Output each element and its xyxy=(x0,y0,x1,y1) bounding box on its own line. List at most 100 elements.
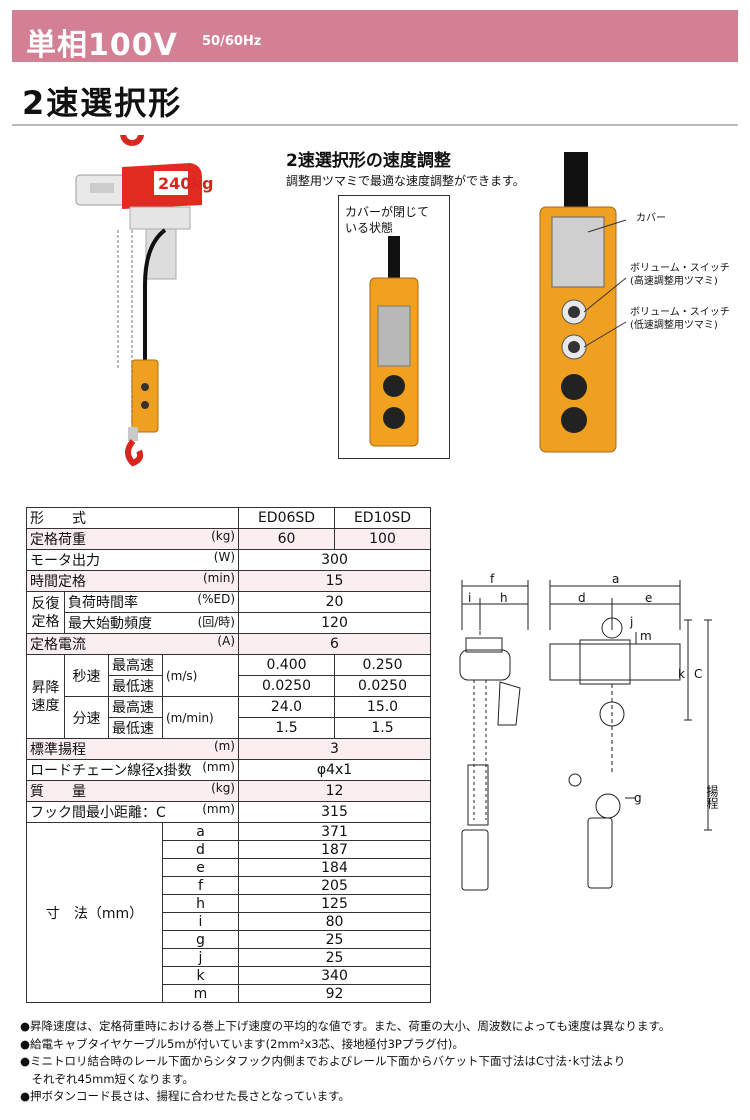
rated-load-ed10sd: 100 xyxy=(334,528,431,550)
dimension-key: d xyxy=(162,840,239,859)
dimension-value: 371 xyxy=(238,822,431,841)
dimension-key: a xyxy=(162,822,239,841)
model-ed10sd: ED10SD xyxy=(334,507,431,529)
dimension-value: 80 xyxy=(238,912,431,931)
dimension-key: i xyxy=(162,912,239,931)
table-row: フック間最小距離：C(mm) 315 xyxy=(26,801,431,823)
dim-label-i: i xyxy=(468,591,471,605)
table-row: 時間定格 (min) 15 xyxy=(26,570,431,592)
repeat-group-line-1: 反復 xyxy=(31,595,60,612)
table-row: 質 量(kg) 12 xyxy=(26,780,431,802)
dimension-value: 25 xyxy=(238,930,431,949)
sec-max-label: 最高速 xyxy=(108,654,163,676)
max-starts-value: 120 xyxy=(238,612,431,634)
sec-min-ed10sd: 0.0250 xyxy=(334,675,431,697)
banner-frequency: 50/60Hz xyxy=(202,34,262,49)
sec-min-ed06sd: 0.0250 xyxy=(238,675,335,697)
cover-caption-line-2: いる状態 xyxy=(345,221,394,235)
dimension-value: 184 xyxy=(238,858,431,877)
time-rating-label: 時間定格 xyxy=(30,574,86,590)
note-2: ●給電キャブタイヤケーブル5mが付いています(2mm²x3芯、接地極付3Pプラグ… xyxy=(20,1036,464,1051)
sec-speed-label: 秒速 xyxy=(64,654,109,697)
hoist-product-image: 240kg xyxy=(75,135,214,467)
unit-mmin: (m/min) xyxy=(162,696,239,739)
cover-caption-line-1: カバーが閉じて xyxy=(345,205,430,219)
callout-high-speed: ボリューム・スイッチ (高速調整用ツマミ) xyxy=(630,262,730,288)
table-row: 定格荷重(kg) 60 100 xyxy=(26,528,431,550)
chain-unit: (mm) xyxy=(202,760,235,774)
duty-ratio-label: 負荷時間率 xyxy=(68,595,138,611)
table-row: 最大始動頻度 (回/時) 120 xyxy=(27,612,431,634)
rated-load-unit: (kg) xyxy=(211,529,235,543)
dimension-drawing: f i h a d e j m k C g 揚程 xyxy=(459,572,719,891)
motor-output-value: 300 xyxy=(238,549,431,571)
motor-output-label: モータ出力 xyxy=(30,553,100,569)
spec-table: 形 式 ED06SD ED10SD 定格荷重(kg) 60 100 モータ出力(… xyxy=(26,507,431,1003)
dimension-key: j xyxy=(162,948,239,967)
dim-label-h: h xyxy=(500,591,508,605)
dimension-key: g xyxy=(162,930,239,949)
time-rating-unit: (min) xyxy=(203,571,235,585)
model-header-label: 形 式 xyxy=(26,507,239,529)
lift-speed-group: 昇降速度 xyxy=(26,654,65,739)
dim-label-k: k xyxy=(678,667,685,681)
max-starts-unit: (回/時) xyxy=(197,615,235,629)
callout-cover: カバー xyxy=(636,213,666,224)
min-max-ed06sd: 24.0 xyxy=(238,696,335,718)
dimension-value: 205 xyxy=(238,876,431,895)
repeat-group-line-2: 定格 xyxy=(31,613,60,630)
hook-distance-value: 315 xyxy=(238,801,431,823)
min-min-ed06sd: 1.5 xyxy=(238,717,335,739)
sec-max-ed10sd: 0.250 xyxy=(334,654,431,676)
max-starts-label: 最大始動頻度 xyxy=(68,616,152,632)
hook-distance-unit: (mm) xyxy=(202,802,235,816)
dimension-value: 125 xyxy=(238,894,431,913)
callout-high-line-2: (高速調整用ツマミ) xyxy=(630,276,718,287)
dim-label-a: a xyxy=(612,572,619,586)
callout-low-speed: ボリューム・スイッチ (低速調整用ツマミ) xyxy=(630,306,730,332)
standard-lift-unit: (m) xyxy=(213,739,235,753)
table-row: ロードチェーン線径x掛数(mm) φ4x1 xyxy=(26,759,431,781)
table-row: 反復定格 負荷時間率 (%ED) 20 xyxy=(26,591,431,634)
sec-max-ed06sd: 0.400 xyxy=(238,654,335,676)
speed-adjust-heading: 2速選択形の速度調整 xyxy=(286,151,451,171)
dim-label-g: g xyxy=(634,791,642,805)
pendant-closed-image xyxy=(369,236,419,447)
table-row: モータ出力(W) 300 xyxy=(26,549,431,571)
table-row: 標準揚程(m) 3 xyxy=(26,738,431,760)
duty-ratio-unit: (%ED) xyxy=(197,592,235,606)
dimension-key: e xyxy=(162,858,239,877)
dim-label-j: j xyxy=(629,615,633,629)
min-min-label: 最低速 xyxy=(108,717,163,739)
standard-lift-value: 3 xyxy=(238,738,431,760)
table-row: 定格電流(A) 6 xyxy=(26,633,431,655)
time-rating-value: 15 xyxy=(238,570,431,592)
dim-label-C: C xyxy=(694,667,702,681)
model-ed06sd: ED06SD xyxy=(238,507,335,529)
pendant-open-image xyxy=(539,152,627,453)
table-row: 昇降速度 秒速 最高速 (m/s) 0.400 0.250 xyxy=(26,654,431,739)
dimension-key: f xyxy=(162,876,239,895)
rated-current-unit: (A) xyxy=(217,634,235,648)
dim-label-lift: 揚程 xyxy=(705,785,719,810)
unit-ms: (m/s) xyxy=(162,654,239,697)
min-max-ed10sd: 15.0 xyxy=(334,696,431,718)
note-5: ●押ボタンコード長さは、揚程に合わせた長さとなっています。 xyxy=(20,1089,350,1103)
dim-label-m: m xyxy=(640,629,652,643)
rated-load-ed06sd: 60 xyxy=(238,528,335,550)
lift-speed-line-1: 昇降 xyxy=(31,679,60,696)
duty-ratio-value: 20 xyxy=(238,591,431,613)
title-divider xyxy=(12,124,738,126)
note-4: それぞれ45mm短くなります。 xyxy=(20,1071,194,1086)
rated-current-label: 定格電流 xyxy=(30,637,86,653)
callout-low-line-1: ボリューム・スイッチ xyxy=(630,307,730,318)
speed-adjust-description: 調整用ツマミで最適な速度調整ができます。 xyxy=(286,174,525,188)
cover-closed-caption: カバーが閉じて いる状態 xyxy=(345,204,429,236)
